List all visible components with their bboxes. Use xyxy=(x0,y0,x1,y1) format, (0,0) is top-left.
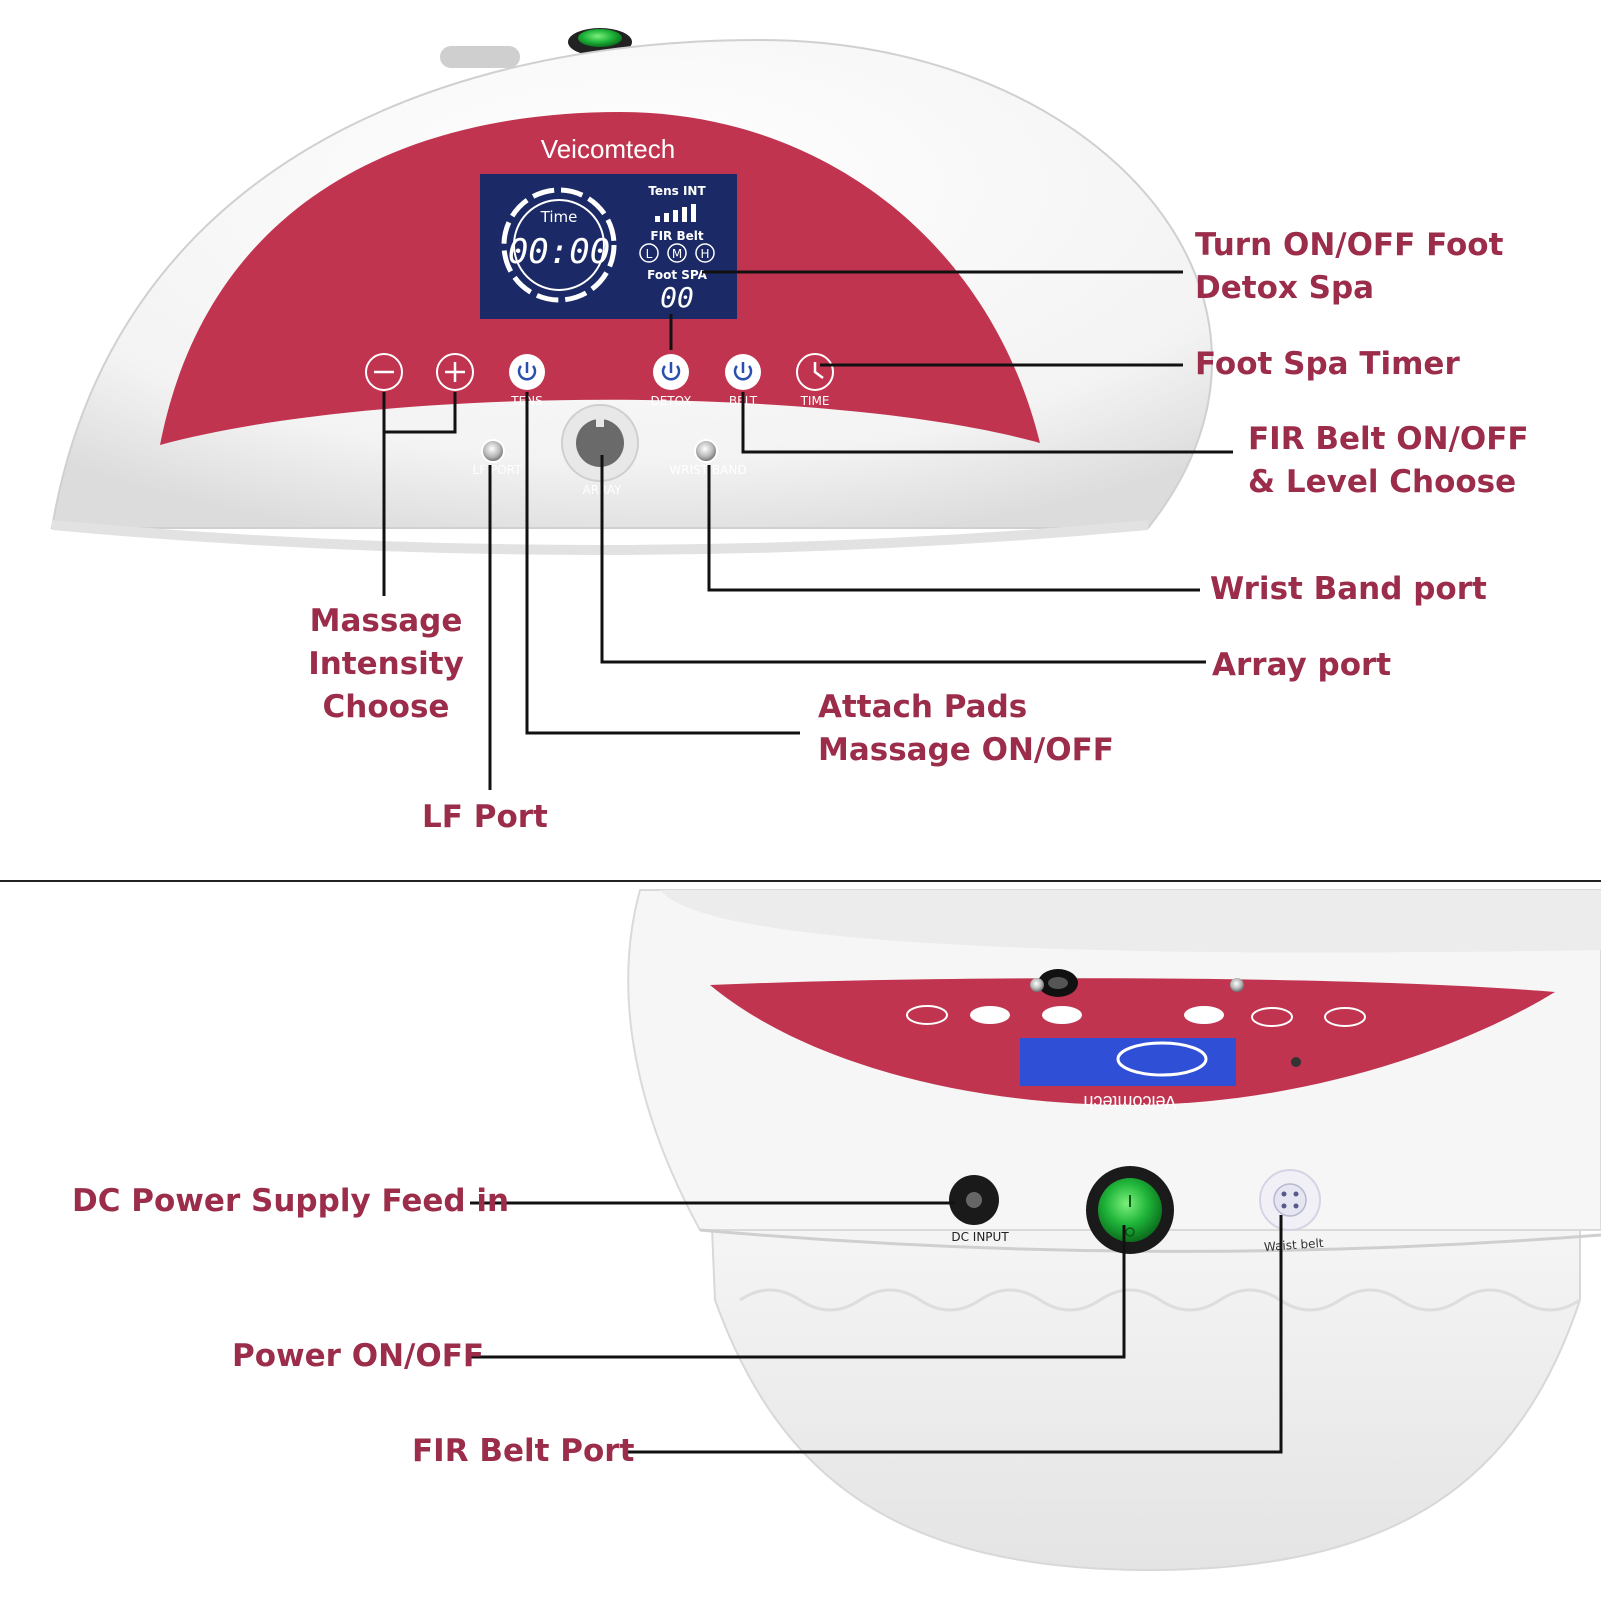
lcd-fir-label: FIR Belt xyxy=(650,229,703,243)
leader-array xyxy=(600,455,1206,664)
lf-port-label: LF PORT xyxy=(473,463,523,477)
dc-input-label: DC INPUT xyxy=(951,1230,1009,1244)
clock-icon xyxy=(813,362,824,379)
lcd-time-label: Time xyxy=(540,208,578,226)
power-icon xyxy=(661,365,681,381)
callout-foot-spa-timer: Foot Spa Timer xyxy=(1195,346,1460,382)
lcd-timer-ring xyxy=(501,187,617,303)
callout-foot-detox-line2: Detox Spa xyxy=(1195,270,1375,306)
lcd-timer-inner-ring xyxy=(513,199,605,291)
detox-button[interactable] xyxy=(653,354,689,390)
callout-foot-detox: Turn ON/OFF Foot Detox Spa xyxy=(1195,224,1503,310)
lcd-level-m-ring xyxy=(667,243,687,263)
top-grey-button xyxy=(440,46,520,68)
callout-fir-belt-port: FIR Belt Port xyxy=(412,1433,635,1469)
lcd-level-h-ring xyxy=(695,243,715,263)
time-button[interactable] xyxy=(796,353,834,391)
lcd-tens-label: Tens INT xyxy=(648,184,706,198)
callout-lf-port: LF Port xyxy=(422,799,548,835)
detox-label: DETOX xyxy=(650,394,691,408)
mirrored-brand: Veicomtech xyxy=(1083,1092,1176,1112)
callout-massage-line3: Choose xyxy=(322,689,450,725)
lcd-intensity-bar xyxy=(664,213,669,222)
callout-massage-line1: Massage xyxy=(309,603,463,639)
leader-fir-belt xyxy=(741,392,1233,454)
lcd-level-m: M xyxy=(672,247,682,261)
top-power-button xyxy=(578,29,622,47)
power-switch[interactable] xyxy=(1098,1178,1162,1242)
leader-wrist-band xyxy=(707,465,1200,592)
callout-foot-detox-line1: Turn ON/OFF Foot xyxy=(1195,227,1504,263)
mirrored-timer-ring xyxy=(1116,1041,1208,1077)
lcd-intensity-bars xyxy=(655,204,696,222)
callout-attach-pads-line2: Massage ON/OFF xyxy=(818,732,1114,768)
brand-logo: Veicomtech xyxy=(541,134,675,164)
leader-power xyxy=(470,1225,1126,1359)
waist-belt-label: Waist belt xyxy=(1264,1236,1325,1254)
callout-massage-intensity: Massage Intensity Choose xyxy=(296,600,476,729)
array-port[interactable] xyxy=(576,419,624,467)
callout-fir-belt-line2: & Level Choose xyxy=(1248,464,1517,500)
lcd-level-l: L xyxy=(646,247,653,261)
wrist-band-port[interactable] xyxy=(694,439,718,463)
mirrored-lcd xyxy=(1020,1038,1236,1086)
minus-button[interactable] xyxy=(365,353,403,391)
callout-power-on-off: Power ON/OFF xyxy=(232,1338,485,1374)
lcd-fir-levels: L M H xyxy=(639,243,715,263)
callout-attach-pads: Attach Pads Massage ON/OFF xyxy=(818,686,1114,772)
lcd-intensity-bar xyxy=(673,210,678,222)
shell-seam xyxy=(699,1228,1601,1253)
lcd-intensity-bar xyxy=(691,204,696,222)
lcd-level-l-ring xyxy=(639,243,659,263)
lcd-screen xyxy=(480,174,737,319)
lcd-foot-spa-label: Foot SPA xyxy=(647,268,707,282)
lcd-intensity-bar xyxy=(655,216,660,222)
bowl-wave xyxy=(739,1288,1581,1312)
plus-button[interactable] xyxy=(436,353,474,391)
callout-array-port: Array port xyxy=(1212,647,1392,683)
plus-icon xyxy=(445,362,465,382)
top-device: Veicomtech Time 00:00 Tens INT FIR Belt … xyxy=(50,28,1213,555)
callout-wrist-band: Wrist Band port xyxy=(1210,571,1487,607)
lcd-level-h: H xyxy=(700,247,709,261)
lf-port[interactable] xyxy=(481,439,505,463)
power-icon xyxy=(733,365,753,381)
bottom-device: Veicomtech DC INPUT Waist belt xyxy=(627,889,1601,1572)
indicator-dot xyxy=(1291,1057,1301,1067)
leader-attach-pads xyxy=(525,392,800,735)
mirrored-buttons xyxy=(906,1005,1366,1027)
callout-attach-pads-line1: Attach Pads xyxy=(818,689,1028,725)
callout-fir-belt-line1: FIR Belt ON/OFF xyxy=(1248,421,1529,457)
callout-dc-power: DC Power Supply Feed in xyxy=(72,1183,510,1219)
lcd-time-value: 00:00 xyxy=(508,232,610,272)
bowl xyxy=(708,1179,1581,1572)
belt-button[interactable] xyxy=(725,354,761,390)
lcd-intensity-bar xyxy=(682,207,687,222)
leader-fir-belt-port xyxy=(626,1215,1283,1454)
inner-tub xyxy=(660,890,1601,953)
power-icon xyxy=(517,365,537,381)
callout-fir-belt: FIR Belt ON/OFF & Level Choose xyxy=(1248,418,1529,504)
time-label: TIME xyxy=(800,394,830,408)
callout-massage-line2: Intensity xyxy=(308,646,464,682)
housing-base xyxy=(52,520,1148,555)
leader-lines xyxy=(382,270,1283,1454)
mirrored-wrist-port xyxy=(1030,978,1044,992)
lcd-foot-spa-value: 00 xyxy=(660,281,694,314)
tens-button[interactable] xyxy=(509,354,545,390)
mirrored-lf-port xyxy=(1230,978,1244,992)
leader-intensity-bracket xyxy=(384,392,457,434)
